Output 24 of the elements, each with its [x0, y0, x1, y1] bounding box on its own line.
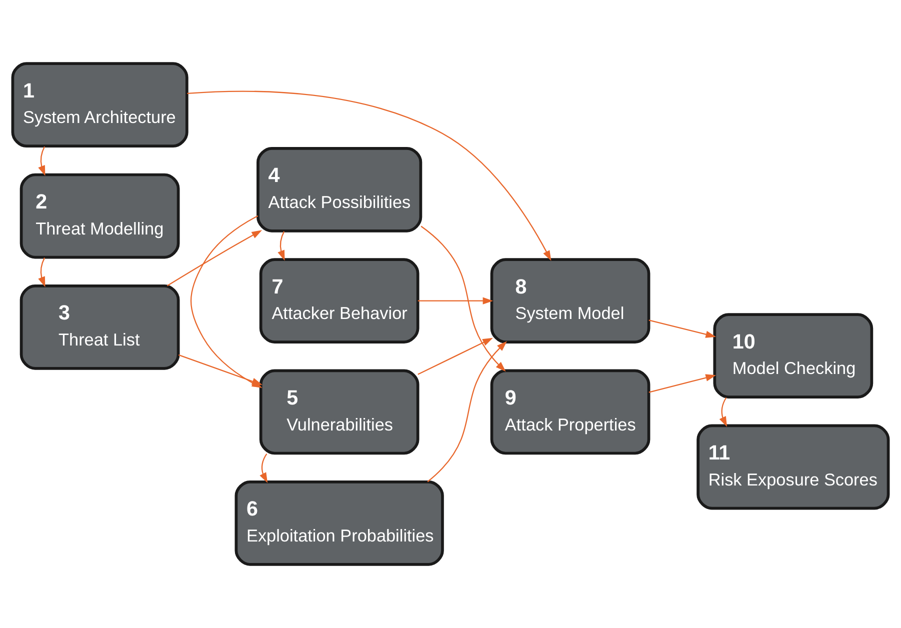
node-box: 3 Threat List	[20, 284, 180, 370]
node-box: 6 Exploitation Probabilities	[234, 480, 444, 566]
arrow	[427, 341, 507, 482]
arrow	[166, 230, 262, 286]
node-box: 4 Attack Possibilities	[256, 146, 422, 232]
arrow	[38, 258, 46, 288]
arrow	[260, 453, 268, 483]
node-box: 11 Risk Exposure Scores	[696, 424, 890, 510]
arrow	[648, 374, 716, 393]
node-box: 8 System Model	[490, 258, 650, 344]
node-box: 2 Threat Modelling	[20, 173, 180, 259]
arrow	[187, 90, 552, 261]
arrow	[418, 338, 493, 375]
arrow	[418, 297, 494, 304]
node-box: 5 Vulnerabilities	[259, 369, 420, 455]
node-box: 9 Attack Properties	[490, 369, 650, 455]
arrow	[719, 397, 728, 427]
arrow	[648, 320, 716, 338]
node-box: 1 System Architecture	[11, 62, 188, 148]
arrow	[278, 231, 285, 261]
node-box: 10 Model Checking	[713, 313, 874, 399]
arrow	[420, 226, 506, 372]
node-box: 7 Attacker Behavior	[259, 258, 420, 344]
arrow	[38, 146, 46, 176]
